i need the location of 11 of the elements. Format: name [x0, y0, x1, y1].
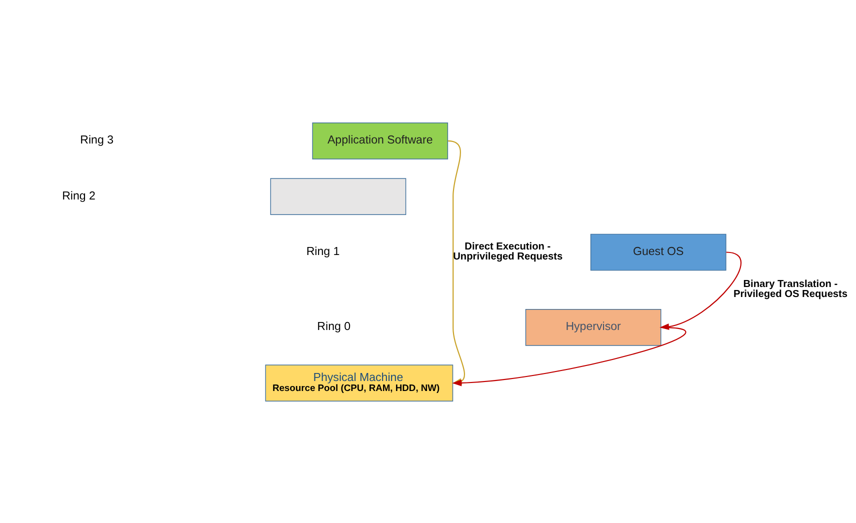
- node-box: Application Software: [312, 122, 448, 159]
- node-box: Guest OS: [590, 233, 726, 270]
- label: Ring 2: [62, 190, 96, 202]
- node-box: Hypervisor: [525, 308, 662, 346]
- edge-label: Binary Translation - Privileged OS Requests: [734, 278, 848, 300]
- node-box: [270, 178, 406, 215]
- label: Ring 1: [306, 245, 340, 258]
- node-box: Physical Machine Resource Pool (CPU, RAM, HDD, NW): [265, 364, 454, 401]
- label: Ring 0: [317, 320, 351, 333]
- label: Ring 3: [80, 134, 114, 146]
- edge-label: Direct Execution - Unprivileged Requests: [453, 241, 563, 262]
